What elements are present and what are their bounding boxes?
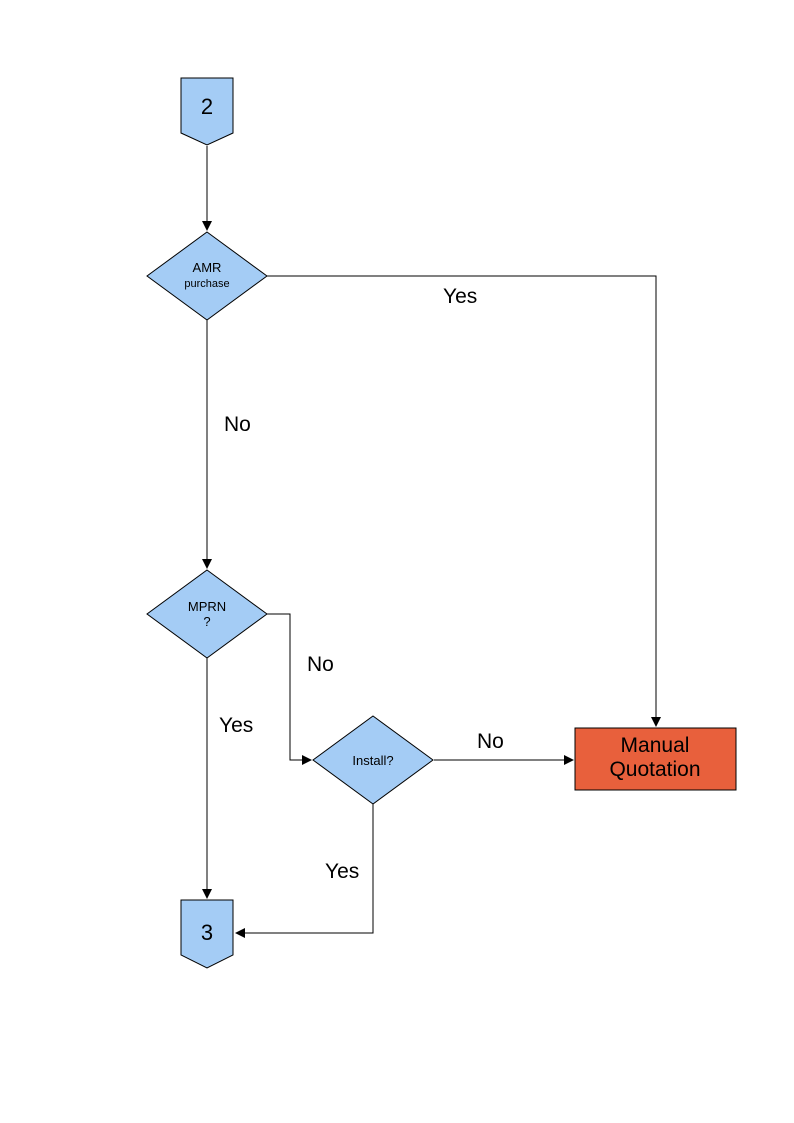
offpage-connector-2-shape bbox=[180, 77, 234, 146]
mprn-label-line1: MPRN bbox=[188, 599, 226, 614]
edge-install-yes-to-connector3 bbox=[235, 804, 374, 938]
manual-quotation-label-line2: Quotation bbox=[609, 758, 700, 781]
amr-purchase-label-line1: AMR bbox=[193, 260, 222, 275]
mprn-decision-shape bbox=[146, 569, 268, 659]
edge-mprn-no-to-install bbox=[267, 613, 312, 765]
manual-quotation-box-shape bbox=[574, 727, 737, 791]
manual-quotation-label-line1: Manual bbox=[621, 734, 690, 757]
edge-label-amr-no: No bbox=[224, 413, 251, 436]
offpage-connector-2-label: 2 bbox=[201, 94, 213, 119]
install-label: Install? bbox=[352, 753, 393, 768]
mprn-label-line2: ? bbox=[203, 614, 210, 629]
offpage-connector-3-shape bbox=[180, 899, 234, 969]
edge-label-mprn-no: No bbox=[307, 653, 334, 676]
amr-purchase-label-line2: purchase bbox=[184, 278, 229, 290]
edge-label-mprn-yes: Yes bbox=[219, 714, 253, 737]
install-decision-shape bbox=[312, 715, 434, 805]
edge-label-amr-yes: Yes bbox=[443, 285, 477, 308]
offpage-connector-3-label: 3 bbox=[201, 920, 213, 945]
amr-purchase-decision-shape bbox=[146, 231, 268, 321]
edge-amr-yes-to-manual bbox=[267, 275, 661, 727]
edge-label-install-no: No bbox=[477, 730, 504, 753]
edge-label-install-yes: Yes bbox=[325, 860, 359, 883]
